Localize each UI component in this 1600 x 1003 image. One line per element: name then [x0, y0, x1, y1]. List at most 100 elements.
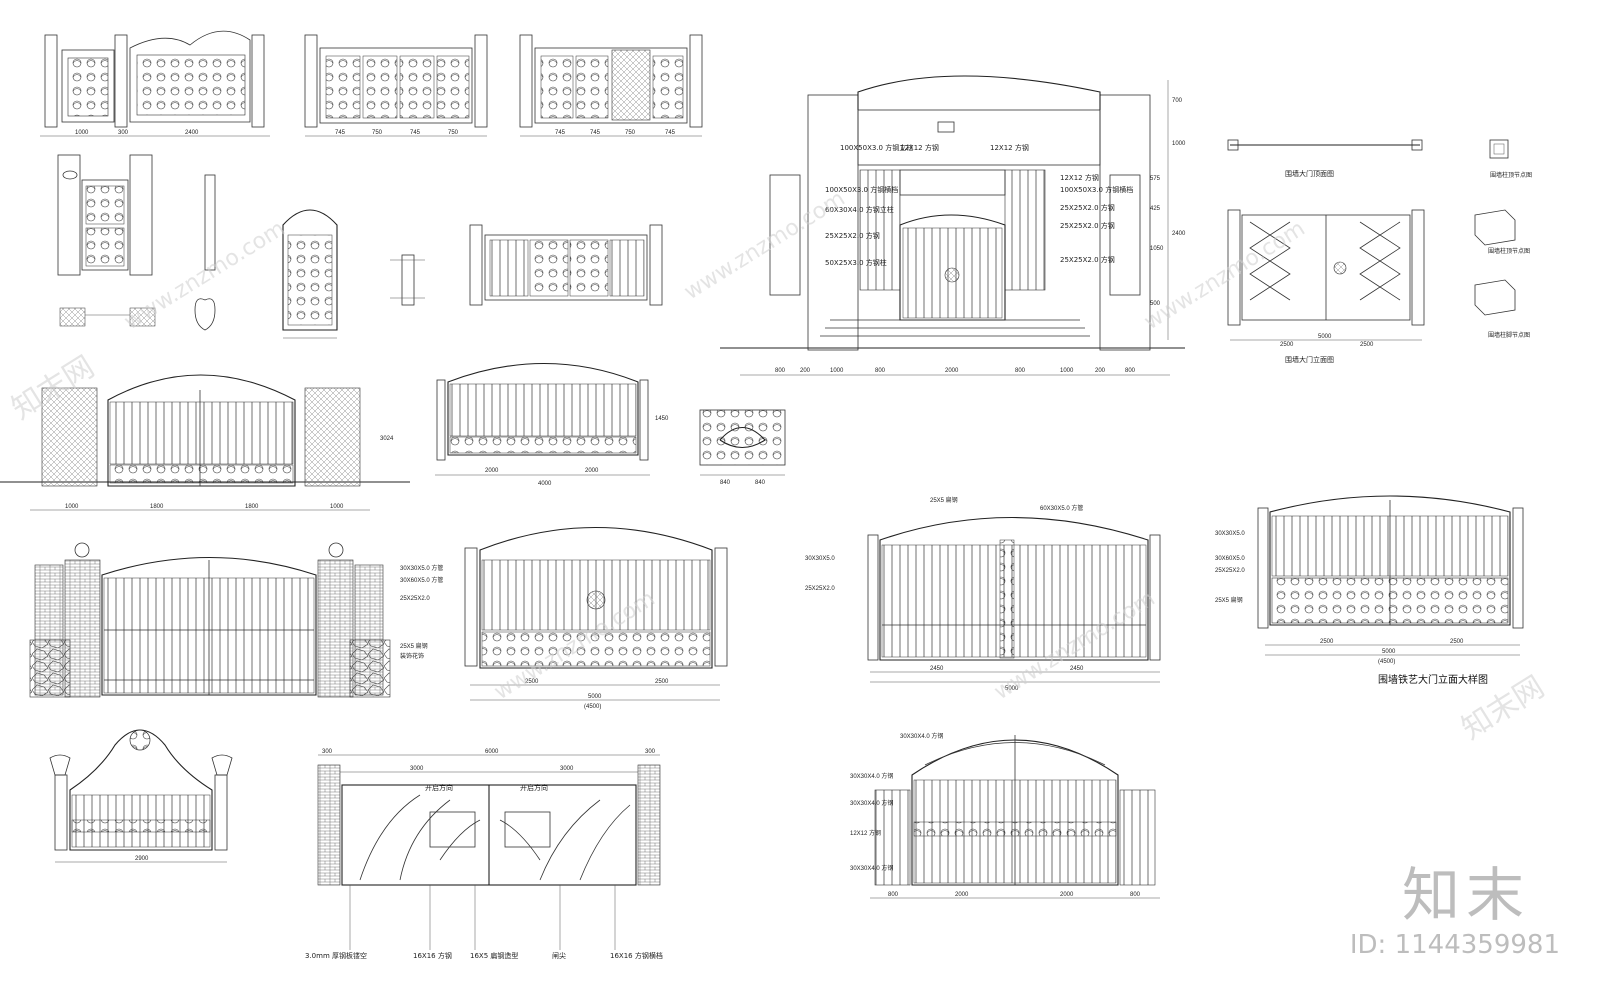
- dim-label: 700: [1172, 98, 1183, 104]
- dim-label: 2450: [1070, 666, 1084, 672]
- dim-label: 800: [888, 892, 899, 898]
- label: 30X30X5.0: [1215, 531, 1245, 537]
- arched-door-detail: [282, 209, 338, 339]
- dim-label: 1000: [65, 504, 79, 510]
- dim-label: 745: [665, 130, 676, 136]
- leaf-pattern-gate: 300 6000 300 3000 3000 开启方向 开启方向 3.0mm 厚…: [305, 749, 663, 960]
- label: 12X12 方钢: [990, 143, 1029, 152]
- label: 30X30X4.0 方钢: [850, 799, 893, 807]
- dim-label: 745: [555, 130, 566, 136]
- dim-label: 745: [590, 130, 601, 136]
- dim-label: 3024: [380, 436, 394, 442]
- note: 16X16 方钢横档: [610, 951, 663, 960]
- dim-label: 840: [755, 480, 766, 486]
- dim-label: 300: [645, 749, 656, 755]
- dim-label: 2500: [655, 679, 669, 685]
- top-gate-elevation-3: 745 745 750 745: [519, 34, 703, 137]
- dim-label: 425: [1150, 206, 1161, 212]
- dim-label: 4000: [538, 481, 552, 487]
- watermark-site: www.znzmo.com: [1140, 216, 1310, 335]
- dim-label: 745: [335, 130, 346, 136]
- dim-label: 2500: [1360, 342, 1374, 348]
- main-gate-elevation: 100X50X3.0 方钢立柱 12X12 方钢 12X12 方钢 100X50…: [720, 75, 1186, 376]
- drawing-title: 围墙大门顶面图: [1285, 169, 1334, 178]
- label: 100X50X3.0 方钢横档: [825, 185, 898, 194]
- label: 30X30X5.0: [805, 556, 835, 562]
- label: 25X25X2.0: [400, 596, 430, 602]
- dim-label: 1000: [330, 504, 344, 510]
- dim-label: 800: [775, 368, 786, 374]
- label: 30X30X4.0 方钢: [850, 864, 893, 872]
- dim-label: 2450: [930, 666, 944, 672]
- dim-label: 2500: [525, 679, 539, 685]
- dim-label: 5000: [1005, 686, 1019, 692]
- dim-label: 2000: [585, 468, 599, 474]
- dim-label: 750: [625, 130, 636, 136]
- note: 16X5 扁钢造型: [470, 951, 518, 960]
- top-gate-elevation-2: 745 750 745 750: [304, 34, 488, 137]
- note: 16X16 方钢: [413, 951, 452, 960]
- label: 100X50X3.0 方钢立柱: [840, 143, 913, 152]
- label: 25X5 扁钢: [930, 496, 958, 504]
- post-section-detail: [390, 254, 425, 306]
- dim-label: 500: [1150, 301, 1161, 307]
- label: 25X25X2.0: [1215, 568, 1245, 574]
- dim-label: 1000: [1172, 141, 1186, 147]
- label: 30X30X5.0 方管: [400, 564, 443, 572]
- fence-elevation-detail: [469, 224, 663, 306]
- dim-label: 2500: [1320, 639, 1334, 645]
- arched-scroll-fence: 800 2000 2000 800 30X30X4.0 方钢 30X30X4.0…: [850, 732, 1160, 899]
- top-gate-elevation-1: 1000 300 2400: [40, 30, 270, 137]
- dim-label: 5000: [1318, 334, 1332, 340]
- dim-label: 750: [372, 130, 383, 136]
- arched-fence-gate: 4000 2000 2000 1450: [435, 363, 669, 487]
- watermark-site: www.znzmo.com: [680, 186, 850, 305]
- detail-title: 围墙柱顶节点图: [1488, 247, 1530, 255]
- label: 开启方向: [425, 783, 453, 792]
- dim-label: 1050: [1150, 246, 1164, 252]
- detail-title: 围墙柱顶节点图: [1490, 171, 1532, 179]
- dim-label: 200: [1095, 368, 1106, 374]
- dim-label: 750: [448, 130, 459, 136]
- note: 闸尖: [552, 951, 566, 960]
- detail-title: 围墙柱脚节点图: [1488, 331, 1530, 339]
- dim-label: 2000: [955, 892, 969, 898]
- dim-label: 745: [410, 130, 421, 136]
- dim-label: 2400: [1172, 231, 1186, 237]
- dim-label: 3000: [560, 766, 574, 772]
- label: 12X12 方钢: [1060, 173, 1099, 182]
- dim-label: 3000: [410, 766, 424, 772]
- label: 30X60X5.0: [1215, 556, 1245, 562]
- dim-label: 1450: [655, 416, 669, 422]
- dim-label: 2900: [135, 856, 149, 862]
- right-top-plan: 围墙大门顶面图: [1227, 139, 1423, 178]
- dim-label: 840: [720, 480, 731, 486]
- label: 50X25X3.0 方钢柱: [825, 258, 887, 267]
- dim-label: 6000: [485, 749, 499, 755]
- spiked-brick-gate: [29, 542, 391, 698]
- label: 30X30X4.0 方钢: [850, 772, 893, 780]
- dim-label: 1000: [1060, 368, 1074, 374]
- label: 开启方向: [520, 783, 548, 792]
- label: 25X5 扁钢: [400, 642, 428, 650]
- spear-top-gate: 2450 2450 5000 25X5 扁钢 60X30X5.0 方管 30X3…: [805, 496, 1161, 692]
- watermark-image-id: ID: 1144359981: [1349, 930, 1560, 960]
- dim-label: 2500: [1280, 342, 1294, 348]
- dim-label: 5000: [588, 694, 602, 700]
- ornamental-scroll-gate: 2500 5000 (4500) 2500 30X30X5.0 30X60X5.…: [1215, 495, 1524, 686]
- label: 30X30X4.0 方钢: [900, 732, 943, 740]
- dim-label: 2500: [1450, 639, 1464, 645]
- dim-label: 800: [1130, 892, 1141, 898]
- watermark-brand: 知末: [1401, 861, 1530, 929]
- label: 60X30X5.0 方管: [1040, 504, 1083, 512]
- dim-label: (4500): [1378, 659, 1395, 665]
- label: 100X50X3.0 方钢横档: [1060, 185, 1133, 194]
- dim-label: 1000: [75, 130, 89, 136]
- dim-label: 300: [118, 130, 129, 136]
- dim-label: 5000: [1382, 649, 1396, 655]
- dim-label: 2000: [485, 468, 499, 474]
- label: 25X25X2.0 方钢: [1060, 255, 1115, 264]
- right-top-details: 围墙柱顶节点图 围墙柱顶节点图 围墙柱脚节点图: [1474, 139, 1532, 339]
- dim-label: 2000: [1060, 892, 1074, 898]
